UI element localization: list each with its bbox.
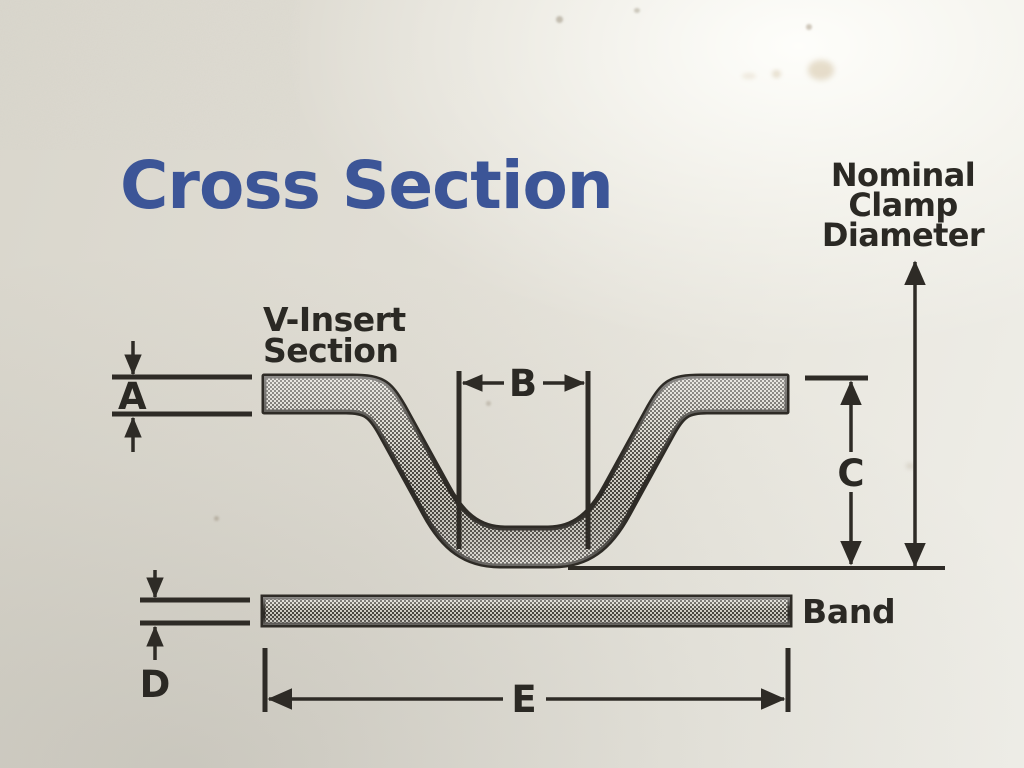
band-sheen <box>263 597 790 625</box>
dimension-c-letter: C <box>837 452 864 495</box>
nominal-label-line-3: Diameter <box>822 216 985 254</box>
v-insert-label-line-1: V-Insert <box>263 300 406 339</box>
dimension-e: E <box>262 648 791 721</box>
v-insert-section-label: V-Insert Section <box>263 300 407 370</box>
dimension-d: D <box>140 570 250 706</box>
v-insert-sheen <box>264 376 787 566</box>
page-title: Cross Section <box>120 147 613 224</box>
dimension-d-letter: D <box>140 663 171 706</box>
dimension-b-letter: B <box>509 362 537 405</box>
band-label: Band <box>802 592 895 631</box>
band-part <box>260 594 793 628</box>
v-insert-label-line-2: Section <box>263 331 398 370</box>
nominal-clamp-diameter-label: Nominal Clamp Diameter <box>822 156 986 254</box>
v-insert-section-part <box>261 373 790 569</box>
dimension-b: B <box>456 362 591 549</box>
nominal-label-line-2: Clamp <box>848 186 957 224</box>
dimension-e-letter: E <box>511 678 536 721</box>
dimension-a: A <box>112 341 252 452</box>
nominal-label-line-1: Nominal <box>831 156 975 194</box>
dimension-a-letter: A <box>118 375 147 418</box>
dimension-c: C <box>805 375 868 566</box>
